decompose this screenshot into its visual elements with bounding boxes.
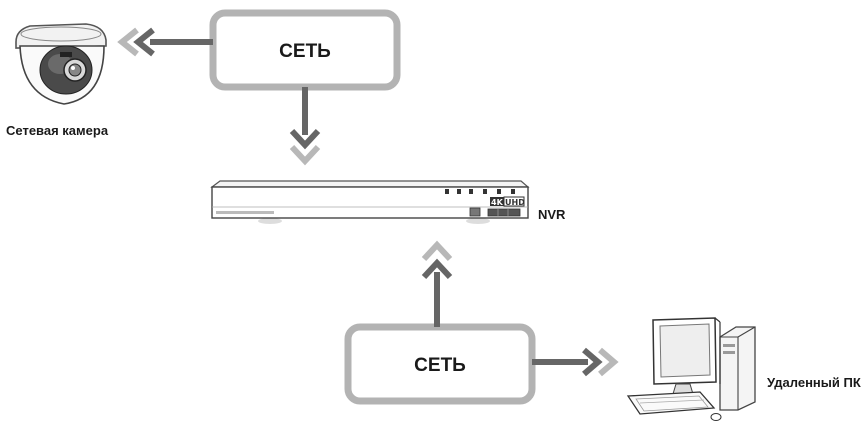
arrow-to-pc: [532, 347, 619, 377]
arrow-up-to-nvr: [421, 240, 453, 327]
desktop-computer-icon: [626, 317, 756, 421]
camera-label: Сетевая камера: [6, 123, 109, 138]
dome-camera-icon: [15, 23, 107, 105]
nvr-recorder-icon: 4K UHD: [210, 180, 530, 224]
arrow-to-camera: [117, 27, 213, 57]
nvr-label: NVR: [538, 207, 566, 222]
network-box-bottom: СЕТЬ: [344, 323, 536, 405]
nvr-badge-uhd: UHD: [505, 198, 525, 207]
pc-label: Удаленный ПК: [767, 375, 861, 390]
nvr-badge-4k: 4K: [491, 198, 504, 207]
network-box-bottom-label: СЕТЬ: [414, 355, 466, 376]
network-box-top: СЕТЬ: [209, 9, 401, 91]
network-box-top-label: СЕТЬ: [279, 41, 331, 62]
arrow-to-nvr: [289, 87, 321, 166]
